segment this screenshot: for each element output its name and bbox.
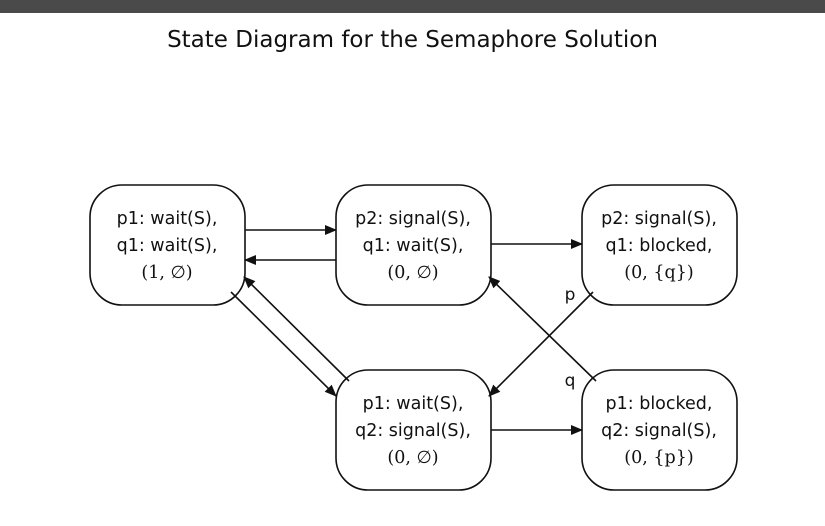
state-node-s3: p2: signal(S), q1: blocked, (0, {q}) (581, 184, 738, 306)
state-node-s2: p2: signal(S), q1: wait(S), (0, ∅) (335, 184, 492, 306)
state-line-semaphore: (0, ∅) (387, 263, 438, 283)
edge-s5-to-s2-q (488, 276, 597, 382)
window-top-bar (0, 0, 825, 13)
state-line-process-q: q2: signal(S), (355, 421, 471, 441)
edge-s1-to-s4 (230, 291, 337, 397)
state-line-semaphore: (0, ∅) (387, 448, 438, 468)
state-line-process-p: p1: wait(S), (363, 394, 464, 414)
state-line-semaphore: (0, {q}) (624, 263, 693, 283)
state-line-process-q: q2: signal(S), (601, 421, 717, 441)
state-line-process-q: q1: wait(S), (363, 236, 464, 256)
edge-s4-to-s1 (243, 276, 350, 382)
edge-s3-to-s4-p (488, 291, 594, 397)
state-line-process-p: p1: blocked, (606, 394, 713, 414)
state-node-s4: p1: wait(S), q2: signal(S), (0, ∅) (335, 369, 492, 491)
page-title: State Diagram for the Semaphore Solution (167, 27, 658, 53)
state-line-semaphore: (1, ∅) (141, 263, 192, 283)
state-line-process-q: q1: wait(S), (117, 236, 218, 256)
edge-label-p: p (565, 285, 576, 305)
state-line-process-p: p1: wait(S), (117, 209, 218, 229)
edge-label-q: q (565, 371, 576, 391)
state-node-s1: p1: wait(S), q1: wait(S), (1, ∅) (89, 184, 246, 306)
state-line-process-q: q1: blocked, (606, 236, 713, 256)
state-node-s5: p1: blocked, q2: signal(S), (0, {p}) (581, 369, 738, 491)
state-line-process-p: p2: signal(S), (601, 209, 717, 229)
state-line-semaphore: (0, {p}) (624, 448, 693, 468)
state-line-process-p: p2: signal(S), (355, 209, 471, 229)
